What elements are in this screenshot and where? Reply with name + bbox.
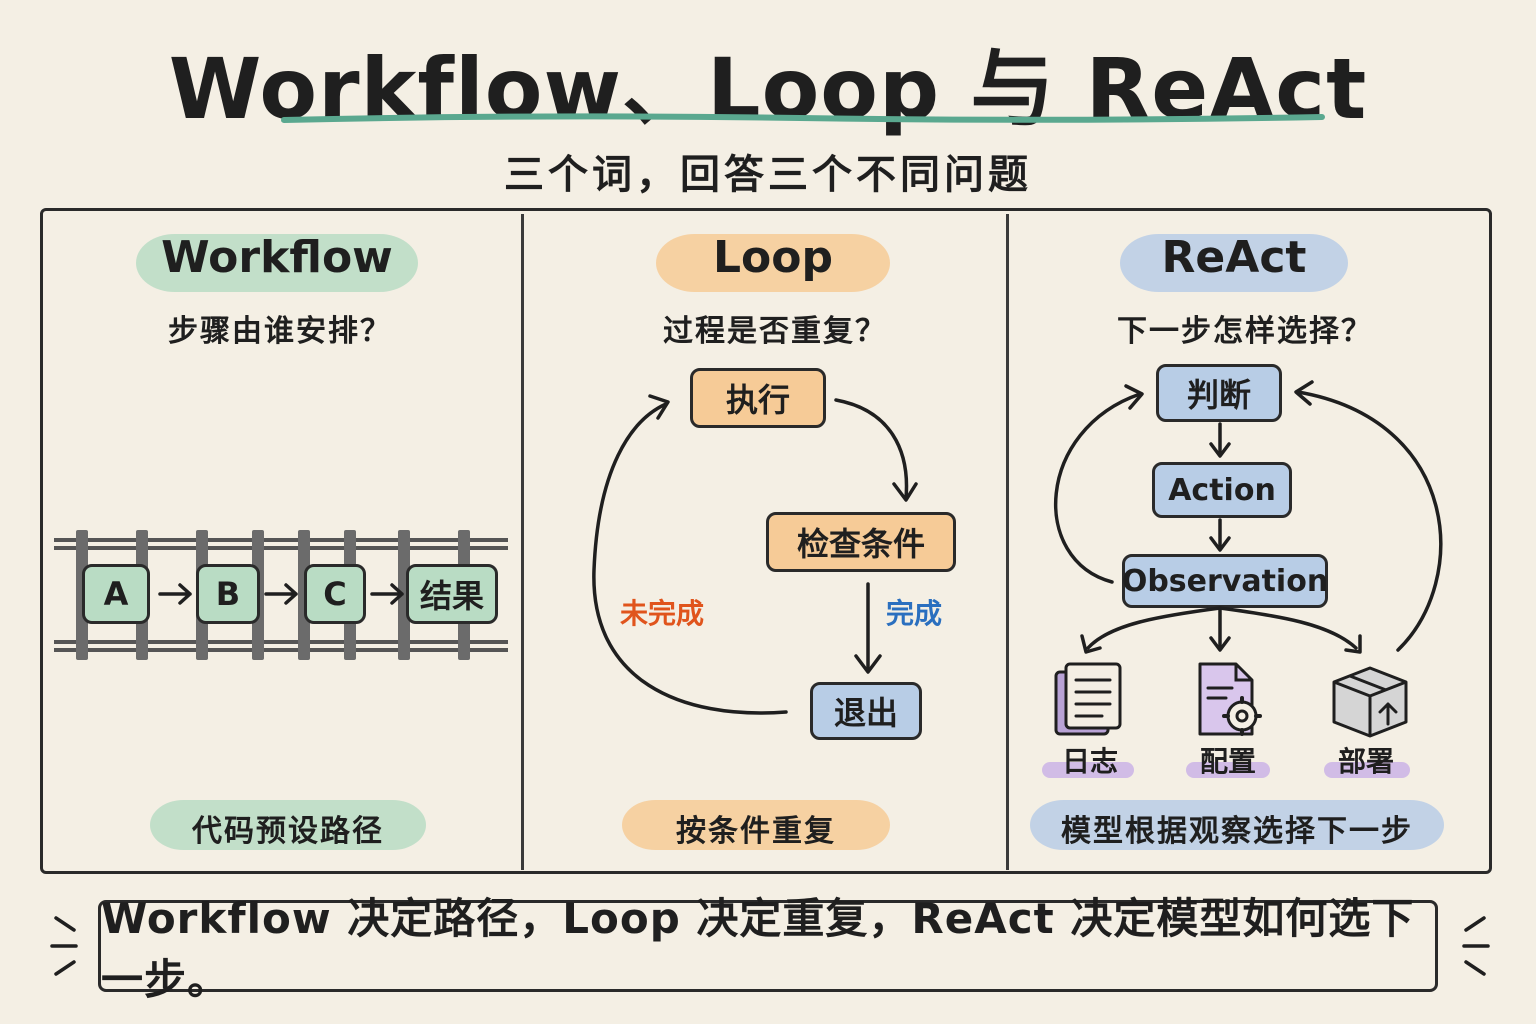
react-heading: ReAct <box>1161 232 1307 283</box>
react-observation-node: Observation <box>1122 554 1328 608</box>
emphasis-marks-left-icon <box>50 916 78 976</box>
loop-summary: 按条件重复 <box>676 814 836 849</box>
footer-summary-box: Workflow 决定路径，Loop 决定重复，ReAct 决定模型如何选下一步… <box>98 894 1438 1004</box>
react-heading-brush <box>1120 234 1348 292</box>
divider-right <box>1006 214 1009 870</box>
deploy-label-brush <box>1324 762 1410 778</box>
deploy-label: 部署 <box>1337 745 1394 778</box>
arrow-right-icon <box>370 583 404 605</box>
arrow-down-icon <box>1209 442 1231 458</box>
workflow-summary-brush <box>150 800 426 850</box>
workflow-question: 步骤由谁安排？ <box>168 314 392 349</box>
arrow-loop-icon <box>1294 380 1314 406</box>
config-file-gear-icon <box>1198 662 1262 736</box>
config-label: 配置 <box>1199 745 1256 778</box>
react-summary-brush <box>1030 800 1444 850</box>
react-arrows <box>1054 380 1443 654</box>
loop-summary-brush <box>622 800 890 850</box>
arrow-down-icon <box>1080 634 1102 654</box>
config-label-brush <box>1186 762 1270 778</box>
loop-arrows <box>592 394 918 715</box>
workflow-step-c: C <box>304 564 366 624</box>
log-label: 日志 <box>1061 745 1118 778</box>
emphasis-marks-right-icon <box>1462 916 1490 976</box>
page-title: Workflow、Loop 与 ReAct <box>168 40 1368 138</box>
arrow-down-icon <box>892 482 918 502</box>
loop-not-done-label: 未完成 <box>620 597 705 630</box>
workflow-heading-brush <box>136 234 418 292</box>
workflow-summary: 代码预设路径 <box>192 814 384 849</box>
loop-done-label: 完成 <box>886 597 943 630</box>
loop-heading-brush <box>656 234 890 292</box>
react-summary: 模型根据观察选择下一步 <box>1061 814 1413 849</box>
log-document-icon <box>1054 662 1122 736</box>
deploy-box-icon <box>1332 666 1408 738</box>
page-subtitle: 三个词，回答三个不同问题 <box>504 152 1032 198</box>
loop-heading: Loop <box>713 232 833 283</box>
panel-frame <box>40 208 1492 874</box>
loop-question: 过程是否重复？ <box>663 314 887 349</box>
workflow-arrows <box>158 583 404 605</box>
loop-check-node: 检查条件 <box>766 512 956 572</box>
arrow-right-icon <box>158 583 192 605</box>
react-question: 下一步怎样选择？ <box>1117 314 1373 349</box>
divider-left <box>521 214 524 870</box>
arrow-down-icon <box>1209 636 1231 652</box>
arrow-down-icon <box>854 654 882 674</box>
arrow-loop-icon <box>648 394 670 420</box>
workflow-step-a: A <box>82 564 150 624</box>
footer-summary-text: Workflow 决定路径，Loop 决定重复，ReAct 决定模型如何选下一步… <box>101 894 1415 1004</box>
arrow-loop-icon <box>1124 384 1144 410</box>
react-action-node: Action <box>1152 462 1292 518</box>
workflow-heading: Workflow <box>161 232 393 283</box>
workflow-step-result: 结果 <box>406 564 498 624</box>
react-judge-node: 判断 <box>1156 364 1282 422</box>
log-label-brush <box>1042 762 1134 778</box>
loop-execute-node: 执行 <box>690 368 826 428</box>
arrow-right-icon <box>264 583 298 605</box>
workflow-step-b: B <box>196 564 260 624</box>
arrow-down-icon <box>1209 536 1231 552</box>
loop-exit-node: 退出 <box>810 682 922 740</box>
title-underline <box>281 113 1325 123</box>
arrow-down-icon <box>1344 634 1362 654</box>
